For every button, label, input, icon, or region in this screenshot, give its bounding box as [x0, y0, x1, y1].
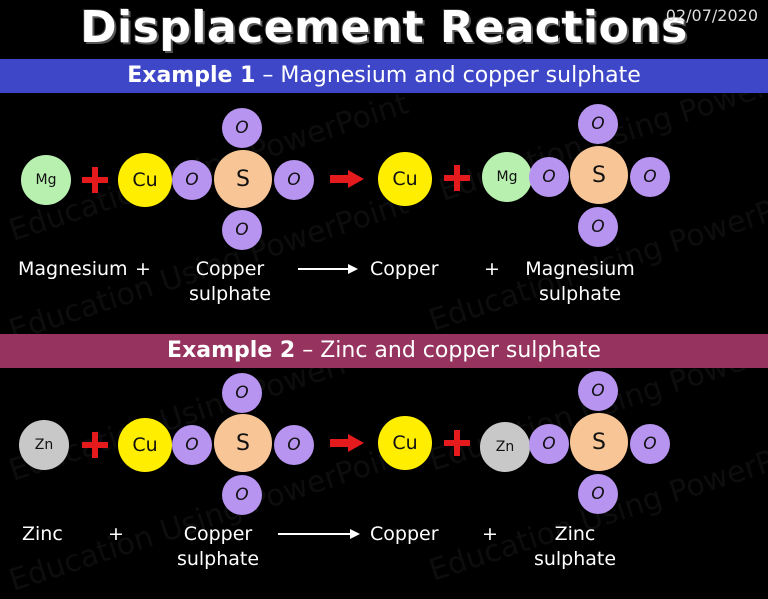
plus-label: + [135, 258, 151, 280]
oxygen-atom: O [274, 160, 314, 200]
magnesium-atom: Mg [21, 155, 71, 205]
reaction-arrow-icon [330, 170, 364, 188]
page-title: Displacement Reactions [80, 2, 688, 53]
oxygen-atom: O [222, 210, 262, 250]
reactant-2-label: Copper sulphate [176, 523, 260, 570]
sulfur-atom: S [570, 413, 628, 471]
sulfur-atom: S [214, 150, 272, 208]
oxygen-atom: O [578, 371, 618, 411]
copper-atom: Cu [378, 152, 432, 206]
oxygen-atom: O [222, 108, 262, 148]
oxygen-atom: O [529, 157, 569, 197]
plus-label: + [482, 523, 498, 545]
example-1-heading-bold: Example 1 [127, 63, 256, 88]
copper-atom: Cu [118, 418, 172, 472]
example-1-heading-text: – Magnesium and copper sulphate [255, 63, 641, 88]
oxygen-atom: O [222, 475, 262, 515]
zinc-atom: Zn [480, 422, 530, 472]
product-1-label: Copper [370, 258, 439, 280]
oxygen-atom: O [529, 424, 569, 464]
copper-atom: Cu [118, 153, 172, 207]
oxygen-atom: O [578, 474, 618, 514]
example-2-heading-text: – Zinc and copper sulphate [295, 338, 601, 363]
copper-atom: Cu [378, 416, 432, 470]
reactant-2-label: Copper sulphate [188, 258, 272, 305]
product-2-label: Magnesium sulphate [525, 258, 635, 305]
sulfur-atom: S [570, 146, 628, 204]
oxygen-atom: O [172, 425, 212, 465]
plus-label: + [484, 258, 500, 280]
plus-sign-icon [82, 432, 108, 458]
equation-arrow-icon [298, 264, 358, 274]
oxygen-atom: O [578, 207, 618, 247]
example-2-banner: Example 2 – Zinc and copper sulphate [0, 334, 768, 368]
plus-sign-icon [82, 167, 108, 193]
product-2-label: Zinc sulphate [533, 523, 617, 570]
equation-arrow-icon [278, 529, 360, 539]
reactant-1-label: Zinc [22, 523, 63, 545]
oxygen-atom: O [172, 160, 212, 200]
example-1-banner: Example 1 – Magnesium and copper sulphat… [0, 59, 768, 93]
example-2-heading-bold: Example 2 [167, 338, 296, 363]
oxygen-atom: O [222, 373, 262, 413]
plus-sign-icon [444, 430, 470, 456]
plus-sign-icon [444, 165, 470, 191]
oxygen-atom: O [274, 425, 314, 465]
magnesium-atom: Mg [482, 152, 532, 202]
product-1-label: Copper [370, 523, 439, 545]
oxygen-atom: O [578, 104, 618, 144]
zinc-atom: Zn [19, 420, 69, 470]
oxygen-atom: O [630, 157, 670, 197]
reactant-1-label: Magnesium [18, 258, 128, 280]
plus-label: + [108, 523, 124, 545]
date-stamp: 02/07/2020 [665, 6, 758, 25]
sulfur-atom: S [214, 414, 272, 472]
reaction-arrow-icon [330, 434, 364, 452]
oxygen-atom: O [630, 424, 670, 464]
